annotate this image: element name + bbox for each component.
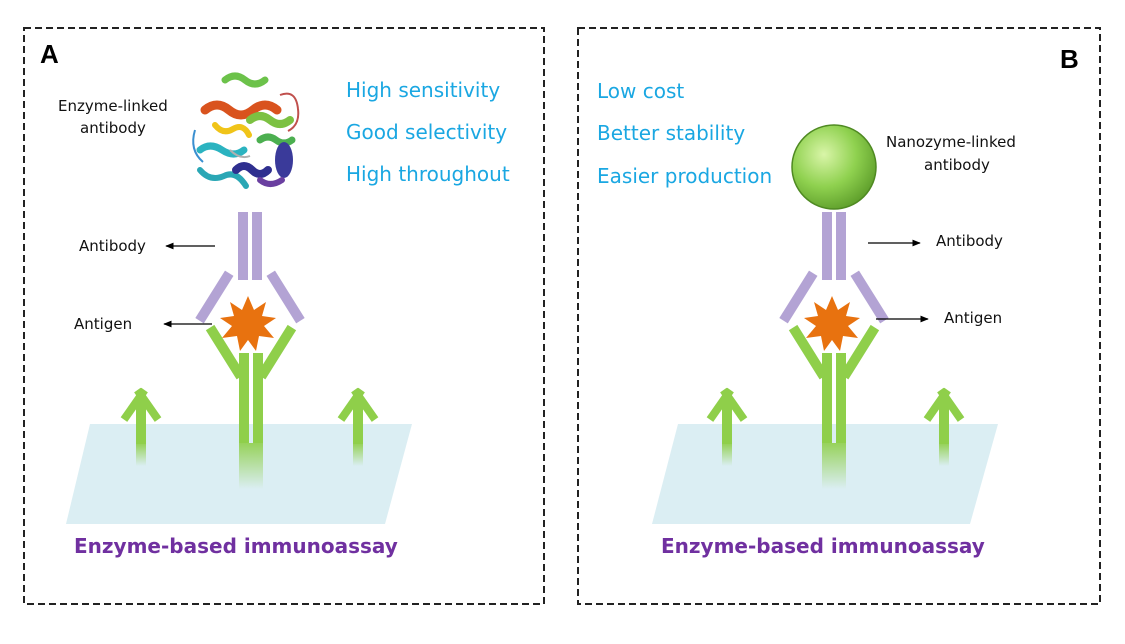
panel-a-antigen [220,296,276,351]
panel-b-antibody-label: Antibody [936,232,1003,250]
panel-b-antigen [804,296,860,351]
panel-b-benefit-3: Easier production [597,164,772,188]
panel-a-frame [23,27,545,605]
panel-a-antibody-label: Antibody [79,237,146,255]
panel-a-antigen-label: Antigen [74,315,132,333]
green-sphere-icon [791,124,877,210]
panel-a-benefit-2: Good selectivity [346,120,507,144]
panel-b-conjugate-label-1: Nanozyme-linked [886,133,1016,151]
protein-ribbon-icon [192,72,300,189]
panel-b-benefit-1: Low cost [597,79,684,103]
panel-b-letter: B [1060,44,1079,74]
panel-a-benefit-1: High sensitivity [346,78,500,102]
panel-a-conjugate-label-2: antibody [80,119,146,137]
panel-b-conjugate-label-2: antibody [924,156,990,174]
panel-b-antigen-label: Antigen [944,309,1002,327]
panel-a-title: Enzyme-based immunoassay [74,534,398,558]
panel-b-benefit-2: Better stability [597,121,745,145]
panel-a-benefit-3: High throughout [346,162,510,186]
panel-b-frame [577,27,1101,605]
panel-b-title: Enzyme-based immunoassay [661,534,985,558]
panel-a-letter: A [40,39,59,69]
panel-a-conjugate-label-1: Enzyme-linked [58,97,168,115]
